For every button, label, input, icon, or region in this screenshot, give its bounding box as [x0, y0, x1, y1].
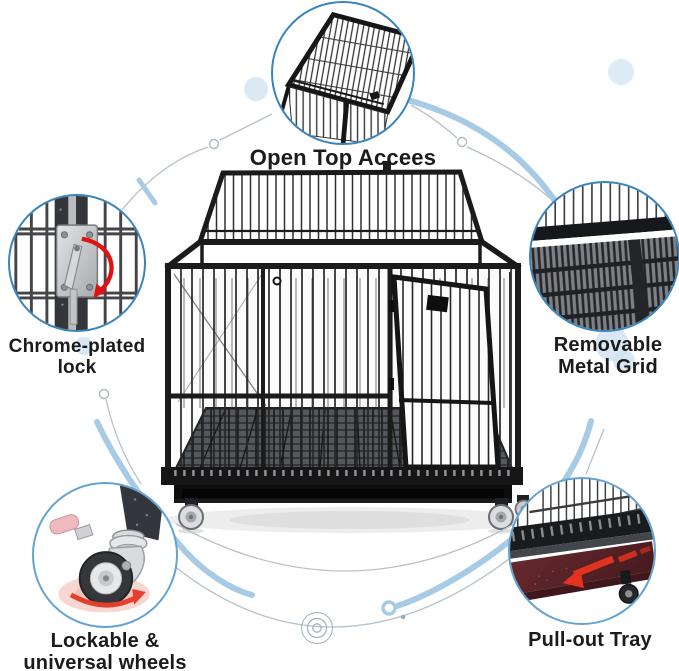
decorative-arcs: [75, 59, 635, 644]
caster-wheel-illustration: [49, 484, 165, 613]
crate-base: [161, 467, 523, 503]
feature-label-metal-grid: Removable Metal Grid: [553, 334, 663, 378]
chrome-lock-illustration: [10, 196, 144, 330]
feature-photo-caster-wheel: [32, 482, 178, 628]
thin-gray-arcs: [105, 104, 605, 628]
feature-photo-metal-grid: [529, 181, 679, 332]
red-rotation-arrow: [69, 592, 139, 608]
maroon-tray: [510, 541, 654, 594]
crate-roof: [196, 161, 486, 245]
metal-grid-illustration: [531, 183, 678, 330]
feature-label-tray: Pull-out Tray: [528, 629, 652, 651]
crate-shadow: [165, 507, 535, 533]
pink-brake-lever: [49, 514, 80, 535]
red-arrow: [81, 236, 114, 295]
feature-photo-open-top: [271, 1, 415, 145]
feature-label-chrome-lock: Chrome-plated lock: [8, 336, 146, 378]
soft-blue-blobs: [75, 59, 635, 372]
feature-photo-pull-out-tray: [508, 477, 656, 625]
arc-endpoint-circles: [98, 136, 468, 644]
blue-arc-end-ring: [381, 600, 397, 616]
crate-drawing: [161, 161, 534, 534]
pull-out-tray-illustration: [510, 479, 654, 604]
feature-photo-chrome-lock: [8, 194, 146, 332]
feature-label-wheels: Lockable & universal wheels: [23, 630, 187, 671]
blue-ribbon-arcs: [94, 96, 594, 609]
feature-label-open-top: Open Top Accees: [249, 145, 437, 170]
open-top-illustration: [276, 11, 413, 143]
crate-open-door: [389, 274, 501, 470]
